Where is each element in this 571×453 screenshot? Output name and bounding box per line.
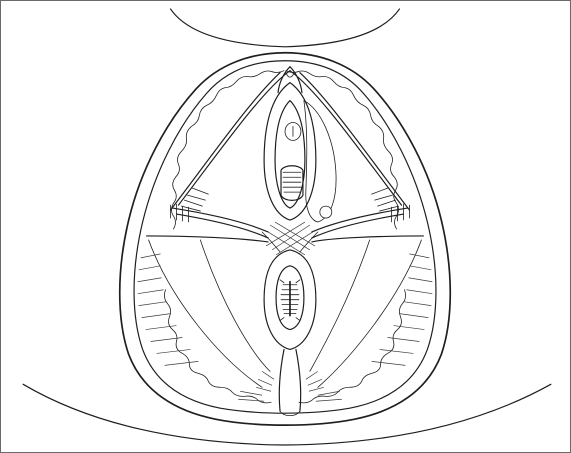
anal-canal — [264, 250, 316, 350]
lower-body-contour — [23, 384, 551, 445]
upper-body-contour — [171, 9, 400, 47]
anococcygeal-body — [238, 349, 342, 415]
vulva — [264, 67, 316, 220]
